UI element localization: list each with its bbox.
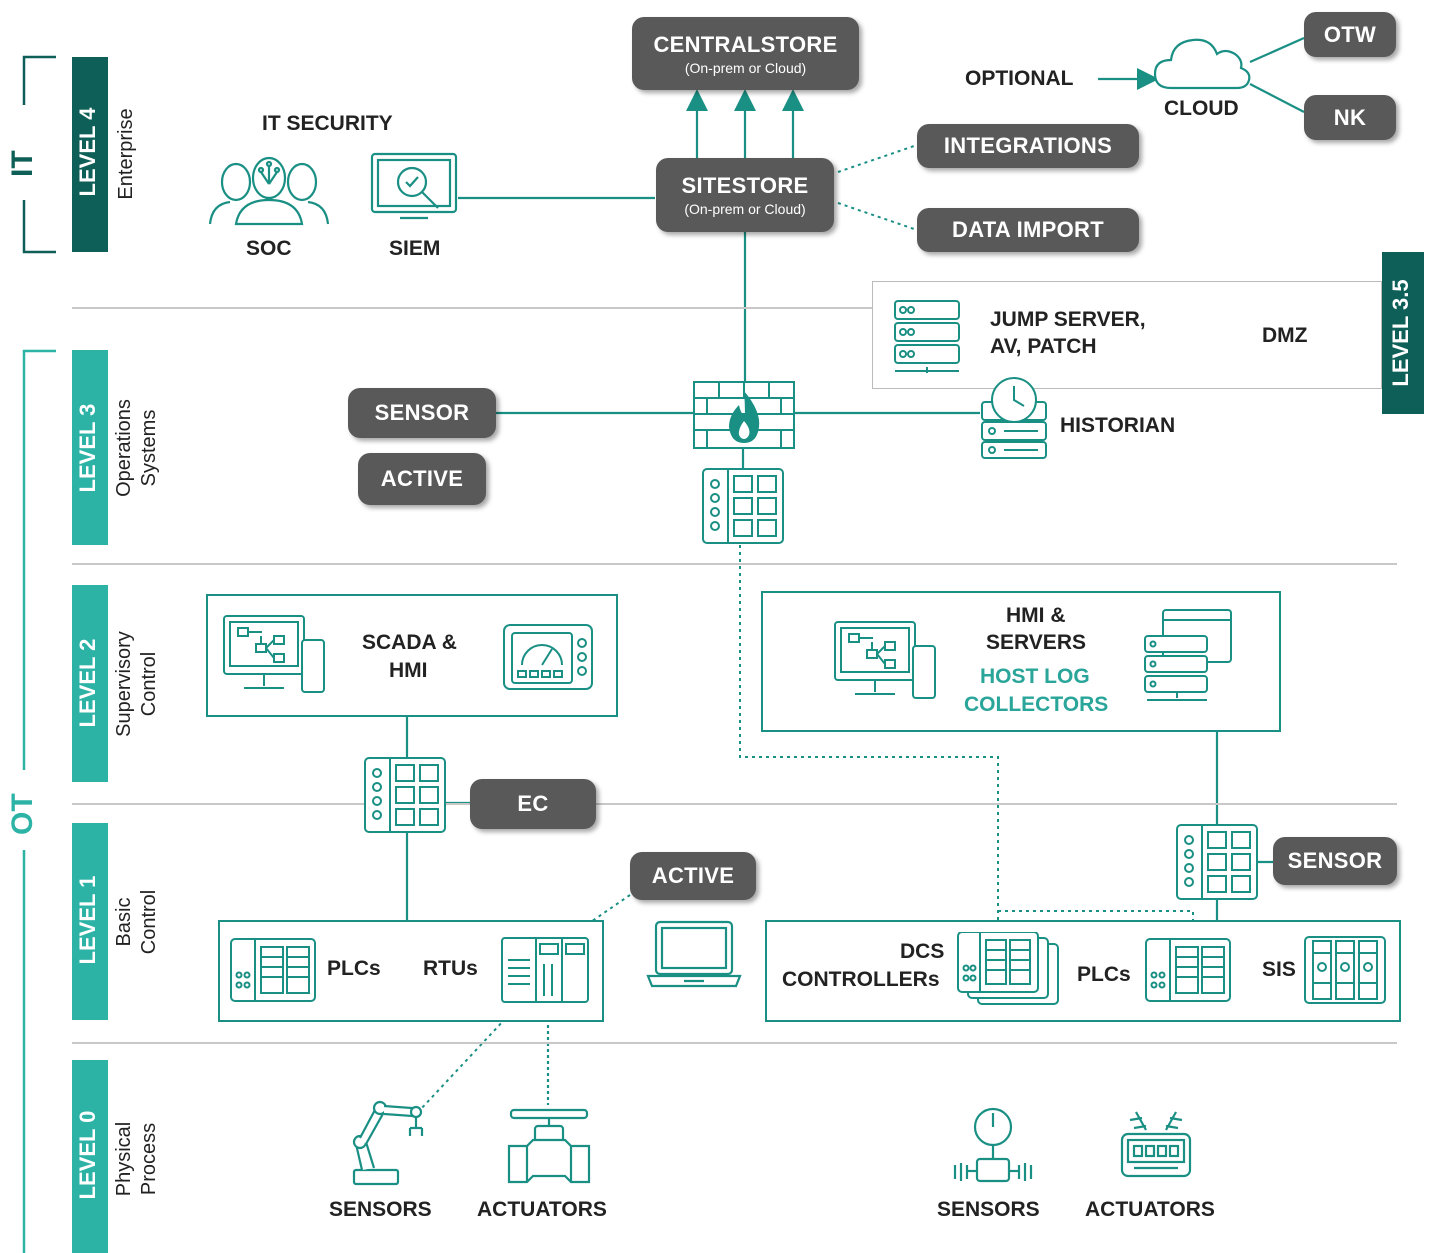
plc-left-icon (230, 938, 316, 1002)
level-1-desc-1: Basic (113, 897, 135, 947)
actuators-right-label: ACTUATORS (1085, 1198, 1215, 1221)
it-security-label: IT SECURITY (262, 112, 393, 135)
nk-node[interactable]: NK (1304, 95, 1396, 140)
historian-icon (981, 377, 1047, 459)
level-0-desc-1: Physical (113, 1121, 135, 1197)
level-0-desc-2: Process (138, 1122, 160, 1196)
level-2-desc-2: Control (138, 651, 160, 717)
log-server-icon (1144, 609, 1232, 701)
soc-label: SOC (246, 237, 292, 260)
host-log-label-2: COLLECTORS (964, 693, 1109, 716)
it-ot-brackets (22, 55, 56, 1253)
otw-node[interactable]: OTW (1304, 12, 1396, 57)
cloud-label: CLOUD (1164, 97, 1239, 120)
scada-workstation-icon (223, 615, 325, 693)
sensor-l1-node[interactable]: SENSOR (1273, 837, 1397, 885)
switch-l2-icon (364, 757, 446, 833)
level-0-label: LEVEL 0 (75, 1110, 100, 1200)
switch-l1-icon (1176, 824, 1258, 900)
sitestore-sub: (On-prem or Cloud) (684, 201, 806, 217)
dcs-label-2: CONTROLLERs (782, 968, 940, 991)
level-3-label: LEVEL 3 (75, 403, 100, 493)
sitestore-title: SITESTORE (681, 173, 809, 198)
dcs-plc-sis-box (765, 920, 1401, 1022)
plcs-left-label: PLCs (327, 957, 381, 980)
plc-right-icon (1145, 938, 1231, 1002)
dcs-label-1: DCS (900, 940, 945, 963)
integrations-node[interactable]: INTEGRATIONS (917, 124, 1139, 168)
firewall-icon (693, 381, 795, 449)
level-1-desc-2: Control (138, 889, 160, 955)
level-1-bar (72, 823, 108, 1020)
robot-arm-icon (352, 1100, 424, 1186)
scada-label-2: HMI (389, 659, 428, 682)
historian-label: HISTORIAN (1060, 414, 1176, 437)
sensors-right-label: SENSORS (937, 1198, 1040, 1221)
level-1-label: LEVEL 1 (75, 875, 100, 965)
electrical-actuator-icon (1120, 1111, 1192, 1178)
hmi-servers-label-1: HMI & (1006, 604, 1066, 627)
hmi-servers-label-2: SERVERS (986, 631, 1086, 654)
level-4-label: LEVEL 4 (75, 107, 100, 197)
level-0-bar (72, 1060, 108, 1253)
ot-group-label: OT (6, 793, 39, 835)
level-2-bar (72, 585, 108, 782)
hmi-workstation-icon (834, 621, 936, 699)
valve-actuator-icon (507, 1108, 591, 1184)
active-l1-node[interactable]: ACTIVE (630, 852, 756, 900)
level-3-5-bar (1382, 252, 1424, 414)
laptop-icon (646, 920, 742, 988)
actuators-left-label: ACTUATORS (477, 1198, 607, 1221)
active-l3-node[interactable]: ACTIVE (358, 453, 486, 505)
hmi-gauge-icon (503, 624, 593, 690)
level-3-desc-2: Systems (138, 409, 160, 487)
jump-server-label-1: JUMP SERVER, (990, 308, 1146, 331)
level-2-desc-1: Supervisory (113, 631, 135, 737)
sensor-l3-node[interactable]: SENSOR (348, 388, 496, 438)
optional-label: OPTIONAL (965, 67, 1074, 90)
separator-l1-l0 (72, 1042, 1397, 1044)
centralstore-title: CENTRALSTORE (653, 31, 838, 57)
level-3-5-label: LEVEL 3.5 (1388, 279, 1413, 387)
separator-l3-l2 (72, 563, 1397, 565)
soc-team-icon (208, 156, 330, 226)
dmz-label: DMZ (1262, 324, 1308, 347)
flow-sensor-icon (953, 1107, 1033, 1183)
level-4-desc: Enterprise (115, 108, 137, 200)
separator-l2-l1 (72, 803, 1397, 805)
switch-l3-icon (702, 468, 784, 544)
sitestore-node[interactable]: SITESTORE (On-prem or Cloud) (656, 158, 834, 232)
ec-node[interactable]: EC (470, 779, 596, 829)
siem-monitor-icon (370, 152, 458, 220)
cloud-icon (1153, 38, 1251, 90)
plcs-right-label: PLCs (1077, 963, 1131, 986)
separator-l4-l3 (72, 307, 872, 309)
centralstore-sub: (On-prem or Cloud) (684, 59, 807, 76)
level-4-bar (72, 57, 108, 252)
sis-label: SIS (1262, 958, 1296, 981)
sis-icon (1304, 936, 1386, 1004)
level-2-label: LEVEL 2 (75, 638, 100, 728)
host-log-label-1: HOST LOG (980, 665, 1090, 688)
centralstore-node[interactable]: CENTRALSTORE (On-prem or Cloud) (632, 17, 859, 90)
jump-server-label-2: AV, PATCH (990, 335, 1097, 358)
level-3-desc-1: Operations (113, 399, 135, 497)
rtus-label: RTUs (423, 957, 478, 980)
rtu-icon (501, 937, 589, 1003)
data-import-node[interactable]: DATA IMPORT (917, 208, 1139, 252)
scada-label-1: SCADA & (362, 631, 457, 654)
jump-server-icon (894, 300, 960, 373)
siem-label: SIEM (389, 237, 441, 260)
dcs-controllers-icon (957, 932, 1059, 1005)
it-group-label: IT (6, 150, 39, 177)
level-3-bar (72, 350, 108, 545)
sensors-left-label: SENSORS (329, 1198, 432, 1221)
